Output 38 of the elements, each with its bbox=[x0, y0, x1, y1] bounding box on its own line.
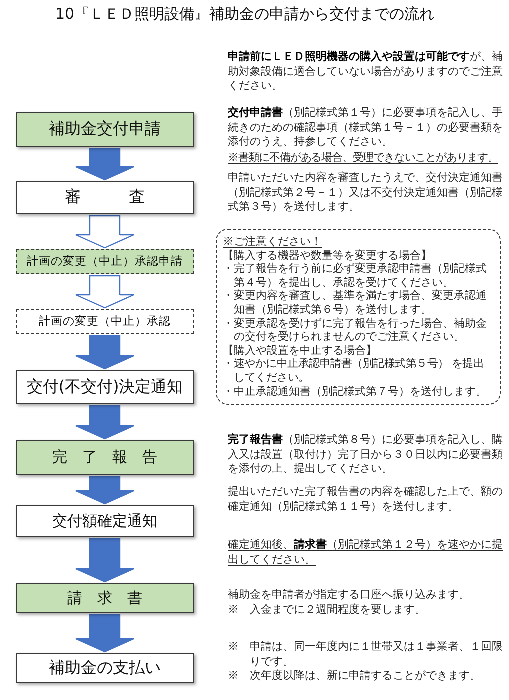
title: 10『ＬＥＤ照明設備』補助金の申請から交付までの流れ bbox=[54, 4, 436, 24]
block-arrow bbox=[75, 215, 135, 249]
process-box: 補助金交付申請 bbox=[16, 112, 194, 147]
process-box: 請 求 書 bbox=[16, 583, 194, 613]
note-text: ※書類に不備がある場合、受理できないことがあります。 bbox=[228, 150, 500, 165]
process-box: 交付(不交付)決定通知 bbox=[16, 370, 194, 404]
note-box bbox=[216, 229, 501, 405]
process-box: 計画の変更（中止）承認 bbox=[16, 309, 194, 334]
description-text: 申請いただいた内容を審査したうえで、交付決定通知書（別記様式第２号－１）又は不交付決定通知書（別記様式第３号）を送付します。 bbox=[228, 171, 504, 214]
note-text: ※ 次年度以降は、新に申請することができます。 bbox=[228, 669, 482, 684]
block-arrow bbox=[75, 614, 135, 653]
bullet-text: ・中止承認通知書（別記様式第７号）を送付します。 bbox=[223, 384, 488, 398]
description-text: 確定通知後、請求書（別記様式第１２号）を速やかに提出してください。 bbox=[228, 538, 504, 567]
bullet-text: ・変更承認を受けずに完了報告を行った場合、補助金の交付を受けられませんのでご注意ください。 bbox=[223, 316, 488, 344]
section-heading: 【購入や設置を中止する場合】 bbox=[223, 344, 378, 358]
section-heading: 【購入する機器や数量等を変更する場合】 bbox=[223, 248, 433, 262]
block-arrow bbox=[75, 275, 135, 309]
process-box: 完 了 報 告 bbox=[16, 440, 194, 475]
note-text: ※ 申請は、同一年度内に１世帯又は１事業者、１回限りです。 bbox=[228, 640, 504, 669]
note-text: ※ 入金までに２週間程度を要します。 bbox=[228, 602, 427, 617]
description-text: 提出いただいた完了報告書の内容を確認した上で、額の確定通知（別記様式第１１号）を送付します。 bbox=[228, 485, 504, 514]
process-box: 補助金の支払い bbox=[16, 653, 194, 683]
bullet-text: ・完了報告を行う前に必ず変更承認申請書（別記様式第４号）を提出し、承認を受けてください。 bbox=[223, 262, 488, 290]
process-box: 交付額確定通知 bbox=[16, 505, 194, 537]
warning-heading: ※ご注意ください！ bbox=[223, 235, 323, 249]
block-arrow bbox=[75, 335, 135, 370]
block-arrow bbox=[75, 538, 135, 583]
description-text: 交付申請書（別記様式第１号）に必要事項を記入し、手続きのための確認事項（様式第１号－１）の必要書類を添付のうえ、持参してください。 bbox=[228, 106, 504, 150]
description-text: 補助金を申請者が指定する口座へ振り込みます。 bbox=[228, 588, 471, 602]
block-arrow bbox=[75, 476, 135, 505]
process-box: 計画の変更（中止）承認申請 bbox=[16, 249, 194, 274]
description-text: 完了報告書（別記様式第８号）に必要事項を記入し、購入又は設置（取付け）完了日から３０日以内に必要書類を添付の上、提出してください。 bbox=[228, 433, 504, 476]
description-text: 申請前にＬＥＤ照明機器の購入や設置は可能ですが、補助対象設備に適合していない場合がありますのでご注意ください。 bbox=[228, 50, 504, 94]
block-arrow bbox=[75, 148, 135, 181]
process-box: 審 査 bbox=[16, 181, 194, 214]
bullet-text: ・速やかに中止承認申請書（別記様式第５号） を提出してください。 bbox=[223, 357, 486, 385]
bullet-text: ・変更内容を審査し、基準を満たす場合、変更承認通知書（別記様式第６号）を送付します。 bbox=[223, 289, 488, 317]
block-arrow bbox=[75, 405, 135, 440]
